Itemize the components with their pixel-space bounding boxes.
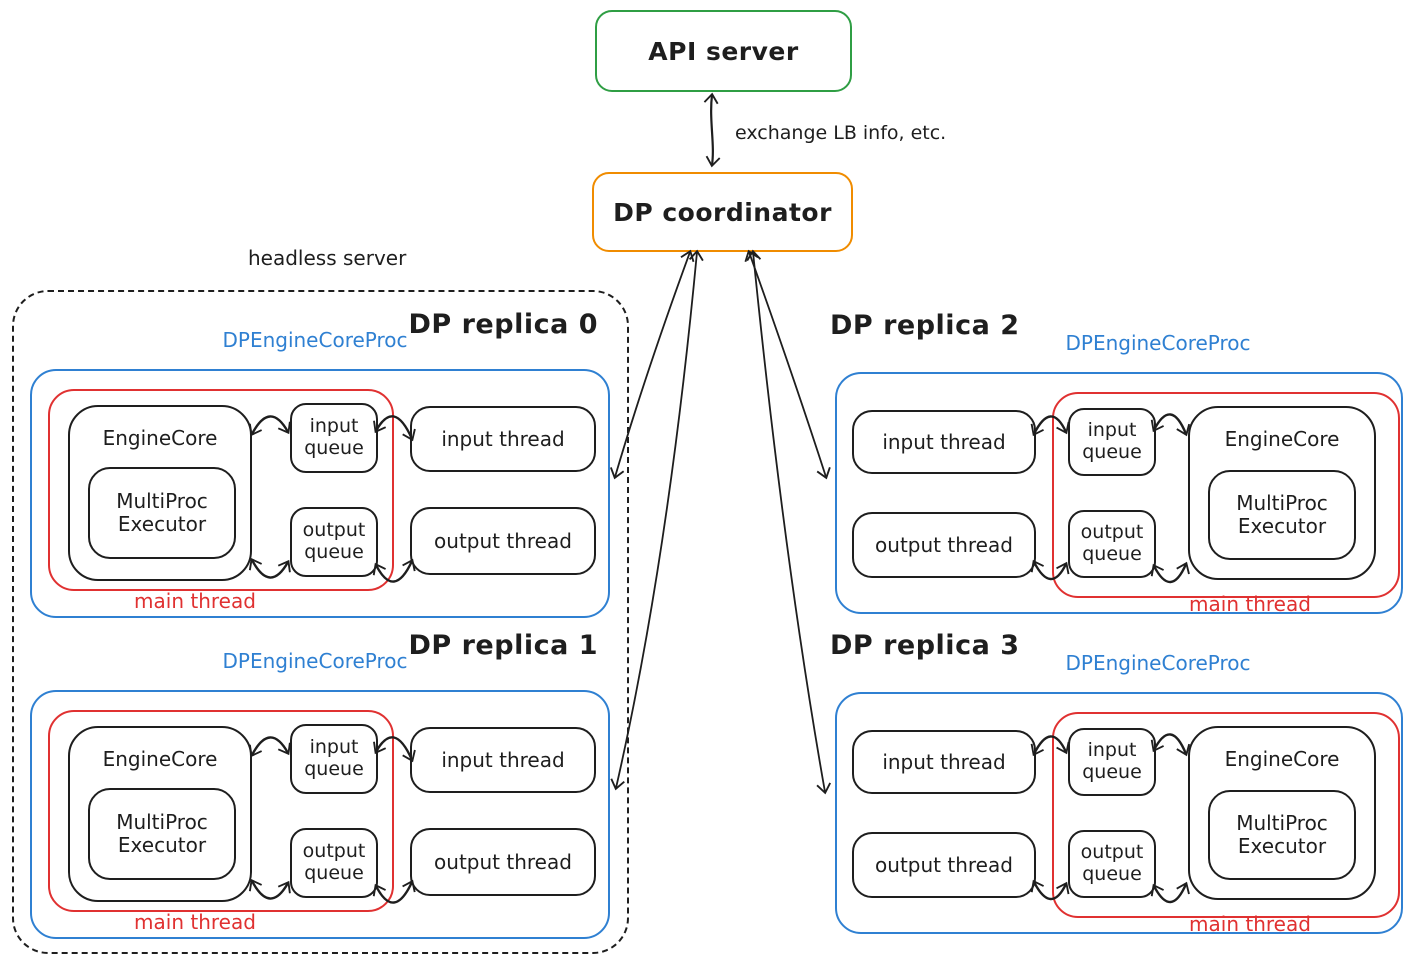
main-thread-box: [1052, 392, 1400, 598]
input-queue-box: input queue: [1068, 728, 1156, 796]
dpenginecoreproc-box: [30, 690, 610, 939]
output-queue-box: output queue: [290, 828, 378, 898]
replica-title: DP replica 0: [408, 309, 598, 340]
main-thread-label: main thread: [1189, 912, 1311, 936]
engine-core-label: EngineCore: [1224, 427, 1340, 451]
dpenginecoreproc-label: DPEngineCoreProc: [1065, 331, 1251, 355]
dpenginecoreproc-label: DPEngineCoreProc: [222, 649, 408, 673]
main-thread-box: [48, 389, 394, 591]
input-thread-box: input thread: [410, 727, 596, 793]
dp-replica-1-group: DP replica 1 DPEngineCoreProc EngineCore…: [30, 630, 610, 939]
dpenginecoreproc-label: DPEngineCoreProc: [222, 328, 408, 352]
dp-replica-0-group: DP replica 0 DPEngineCoreProc EngineCore…: [30, 309, 610, 618]
replica-title: DP replica 2: [830, 310, 1020, 341]
main-thread-label: main thread: [134, 910, 256, 934]
engine-core-box: EngineCore: [1188, 726, 1376, 900]
exchange-info-label: exchange LB info, etc.: [735, 122, 947, 144]
dpenginecoreproc-box: [835, 692, 1403, 934]
output-queue-box: output queue: [1068, 830, 1156, 898]
arrow-api-coordinator: [703, 92, 721, 168]
api-server-label: API server: [648, 36, 799, 66]
multiproc-executor-box: MultiProc Executor: [88, 788, 236, 880]
dpenginecoreproc-box: [835, 372, 1403, 614]
engine-core-label: EngineCore: [102, 426, 218, 450]
main-thread-box: [1052, 712, 1400, 918]
output-queue-box: output queue: [290, 507, 378, 577]
multiproc-executor-box: MultiProc Executor: [1208, 790, 1356, 880]
replica-title: DP replica 1: [408, 630, 598, 661]
multiproc-executor-box: MultiProc Executor: [88, 467, 236, 559]
input-thread-box: input thread: [852, 410, 1036, 474]
input-queue-box: input queue: [290, 724, 378, 794]
headless-server-label: headless server: [248, 246, 407, 270]
dp-coordinator-label: DP coordinator: [613, 197, 832, 227]
output-thread-box: output thread: [852, 512, 1036, 578]
engine-core-label: EngineCore: [102, 747, 218, 771]
dp-coordinator-box: DP coordinator: [592, 172, 853, 252]
engine-core-box: EngineCore: [68, 405, 252, 581]
api-server-box: API server: [595, 10, 852, 92]
output-thread-box: output thread: [410, 507, 596, 575]
main-thread-label: main thread: [1189, 592, 1311, 616]
arrow-coordinator-replica-2: [744, 249, 831, 480]
output-thread-box: output thread: [852, 832, 1036, 898]
engine-core-box: EngineCore: [68, 726, 252, 902]
dpenginecoreproc-label: DPEngineCoreProc: [1065, 651, 1251, 675]
multiproc-executor-box: MultiProc Executor: [1208, 470, 1356, 560]
arrow-coordinator-replica-3: [746, 249, 832, 795]
dp-replica-3-group: DP replica 3 DPEngineCoreProc input thre…: [830, 630, 1403, 936]
replica-title: DP replica 3: [830, 630, 1020, 661]
input-thread-box: input thread: [410, 406, 596, 472]
dp-replica-2-group: DP replica 2 DPEngineCoreProc input thre…: [830, 310, 1403, 616]
main-thread-box: [48, 710, 394, 912]
engine-core-box: EngineCore: [1188, 406, 1376, 580]
main-thread-label: main thread: [134, 589, 256, 613]
input-queue-box: input queue: [290, 403, 378, 473]
input-thread-box: input thread: [852, 730, 1036, 794]
input-queue-box: input queue: [1068, 408, 1156, 476]
dpenginecoreproc-box: [30, 369, 610, 618]
engine-core-label: EngineCore: [1224, 747, 1340, 771]
output-queue-box: output queue: [1068, 510, 1156, 578]
output-thread-box: output thread: [410, 828, 596, 896]
